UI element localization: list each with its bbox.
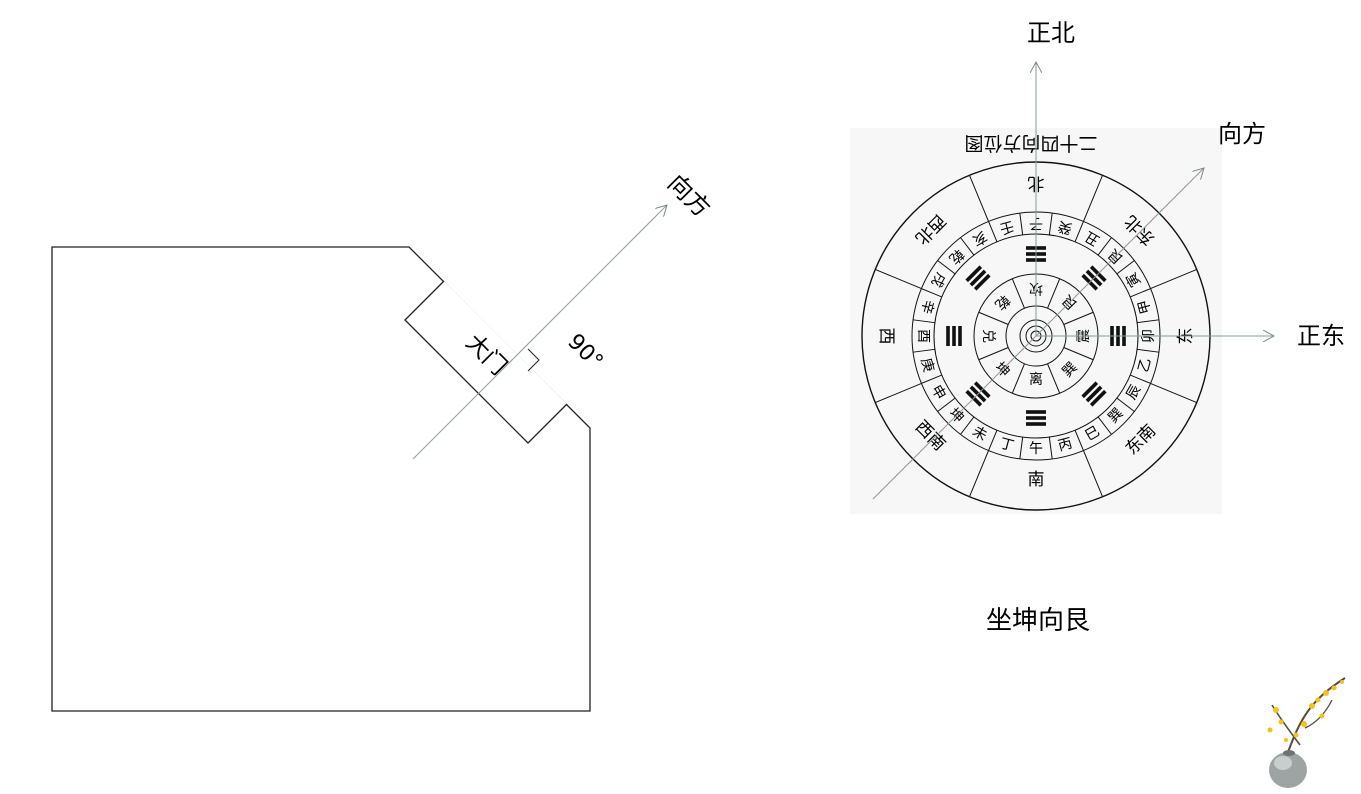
mountain-divider (1019, 437, 1024, 460)
sector-line (1150, 382, 1197, 404)
mountain-divider (912, 319, 935, 324)
floor-facing-label: 向方 (662, 169, 716, 223)
trigram-divider (1063, 347, 1094, 361)
mountain-label: 辰 (1123, 382, 1144, 402)
mountain-label: 丑 (1082, 228, 1102, 249)
mountain-divider (988, 430, 998, 451)
mountain-divider (1130, 288, 1151, 298)
mountain-divider (921, 288, 942, 298)
mountain-label: 庚 (917, 356, 936, 374)
trigram-s: 离 (1029, 371, 1043, 388)
mountain-label: 丁 (998, 436, 1016, 455)
mountain-divider (937, 397, 956, 412)
sector-line (875, 382, 922, 404)
mountain-label: 乙 (1136, 356, 1155, 374)
mountain-divider (937, 260, 956, 275)
mountain-divider (1097, 416, 1112, 435)
mountain-label: 甲 (1136, 298, 1155, 316)
caption: 坐坤向艮 (986, 606, 1090, 636)
mountain-divider (912, 348, 935, 353)
mountain-divider (1137, 348, 1160, 353)
trigram-divider (1047, 363, 1061, 394)
mountain-label: 壬 (998, 217, 1016, 236)
mountain-divider (1074, 430, 1084, 451)
floor-plan: 大门 90° 向方 (51, 169, 716, 712)
sector-line (1082, 175, 1104, 222)
door-rectangle (404, 280, 568, 444)
mountain-divider (1137, 319, 1160, 324)
sector-line (1082, 450, 1104, 497)
dir-s: 南 (1028, 470, 1045, 490)
trigram-symbol (1026, 410, 1046, 426)
facing-arrow (412, 205, 667, 460)
trigram-symbol (1081, 381, 1107, 407)
compass-title: 二十四向方位图 (964, 132, 1097, 154)
mountain-label: 亥 (969, 228, 989, 249)
mountain-label: 巳 (1082, 423, 1102, 444)
mountain-divider (988, 221, 998, 242)
compass-facing-label: 向方 (1218, 120, 1266, 148)
mountain-label: 未 (969, 423, 989, 444)
sector-line (968, 175, 990, 222)
plum-blossom-vase-icon (1267, 677, 1346, 788)
mountain-label: 酉 (915, 329, 931, 343)
mountain-divider (1130, 374, 1151, 384)
mountain-divider (1116, 260, 1135, 275)
mountain-label: 申 (928, 382, 949, 402)
east-label: 正东 (1297, 322, 1345, 350)
sector-line (1150, 268, 1197, 290)
trigram-symbol (965, 265, 991, 291)
mountain-divider (1116, 397, 1135, 412)
trigram-divider (1063, 311, 1094, 325)
trigram-w: 兑 (980, 329, 996, 343)
mountain-divider (1019, 212, 1024, 235)
trigram-divider (978, 311, 1009, 325)
angle-label: 90° (562, 329, 607, 374)
mountain-divider (960, 416, 975, 435)
compass-title-group: 二十四向方位图 (964, 132, 1097, 154)
mountain-divider (1048, 212, 1053, 235)
trigram-divider (978, 347, 1009, 361)
mountain-label: 丙 (1056, 436, 1074, 455)
mountain-label: 癸 (1056, 217, 1074, 236)
trigram-divider (1011, 363, 1025, 394)
trigram-divider (1011, 278, 1025, 309)
mountain-divider (1097, 237, 1112, 256)
sector-line (968, 450, 990, 497)
mountain-divider (921, 374, 942, 384)
trigram-symbol (946, 326, 962, 346)
facing-axis (872, 168, 1204, 500)
dir-w: 西 (876, 328, 896, 345)
trigram-divider (1047, 278, 1061, 309)
mountain-divider (1074, 221, 1084, 242)
house-outline (51, 246, 591, 712)
mountain-label: 戌 (928, 269, 949, 289)
north-label: 正北 (1027, 19, 1075, 47)
right-angle-mark (527, 348, 540, 372)
compass-diagram: 二十四向方位图 北 东北 东 东南 南 西南 西 西北 坎 艮 震 巽 离 坤 … (850, 19, 1345, 514)
mountain-divider (1048, 437, 1053, 460)
mountain-divider (960, 237, 975, 256)
mountain-label: 午 (1029, 441, 1043, 457)
sector-line (875, 268, 922, 290)
mountain-label: 辛 (917, 298, 936, 316)
